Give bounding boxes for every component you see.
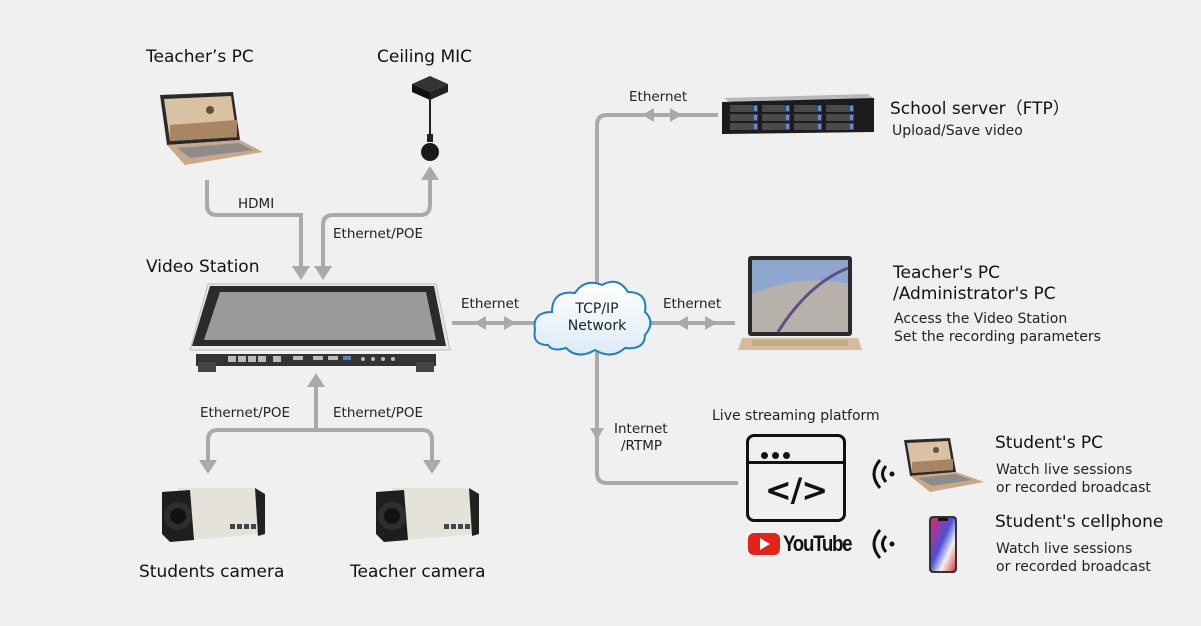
internet-rtmp-label: Internet /RTMP <box>614 421 668 455</box>
network-label-line1: TCP/IP <box>575 301 619 317</box>
admin-pc-desc-line2: Set the recording parameters <box>894 329 1101 345</box>
window-titlebar <box>749 437 843 464</box>
mic-wire <box>321 180 432 268</box>
admin-pc-title-line1: Teacher's PC <box>893 263 1000 283</box>
internet-label-line2: /RTMP <box>621 438 662 454</box>
youtube-wordmark: YouTube <box>783 531 853 556</box>
student-laptop-icon <box>904 438 984 492</box>
student-phone-desc: Watch live sessions or recorded broadcas… <box>996 540 1151 576</box>
student-pc-desc-line1: Watch live sessions <box>996 462 1133 478</box>
arrow-up-station <box>307 373 325 387</box>
mic-ethernet-label: Ethernet/POE <box>333 226 423 242</box>
laptop-icon <box>160 92 263 165</box>
arrow-left-server <box>642 108 654 122</box>
arrow-up-mic <box>421 166 439 180</box>
video-station-device <box>189 283 451 372</box>
teacher-pc-title: Teacher’s PC <box>146 47 254 67</box>
hdmi-wire <box>205 180 303 268</box>
students-camera-title: Students camera <box>139 562 285 582</box>
station-network-ethernet-label: Ethernet <box>461 296 520 312</box>
arrow-down-cam-left <box>199 460 217 474</box>
cellphone-icon <box>929 516 957 573</box>
student-phone-desc-line1: Watch live sessions <box>996 541 1133 557</box>
student-pc-desc-line2: or recorded broadcast <box>996 480 1151 496</box>
wireless-signal-icon <box>872 459 895 489</box>
arrow-right-server <box>670 108 682 122</box>
cam-right-ethernet-label: Ethernet/POE <box>333 405 423 421</box>
streaming-platform-title: Live streaming platform <box>712 408 880 424</box>
arrow-down-poe <box>314 266 332 280</box>
arrow-down-cam-right <box>423 460 441 474</box>
arrow-down-internet <box>590 428 604 440</box>
teacher-camera-title: Teacher camera <box>350 562 486 582</box>
student-phone-desc-line2: or recorded broadcast <box>996 559 1151 575</box>
youtube-play-icon <box>748 533 780 555</box>
network-cloud-icon <box>533 280 652 356</box>
school-server-icon <box>722 94 876 134</box>
web-window-icon: </> <box>746 434 846 522</box>
arrow-left-admin <box>676 316 688 330</box>
network-streaming-wire <box>595 352 738 485</box>
camera-branch-wire <box>206 428 434 462</box>
school-server-desc: Upload/Save video <box>892 123 1023 139</box>
code-glyph: </> <box>764 471 828 509</box>
hdmi-label: HDMI <box>238 196 275 212</box>
arrow-down-hdmi <box>292 266 310 280</box>
school-server-title: School server（FTP） <box>890 99 1070 119</box>
ceiling-mic-icon <box>412 76 448 161</box>
network-cloud-label: TCP/IP Network <box>553 301 641 335</box>
network-admin-ethernet-label: Ethernet <box>663 296 722 312</box>
arrow-right-admin <box>705 316 717 330</box>
wireless-signal-icon <box>872 529 895 559</box>
network-server-wire <box>595 113 718 285</box>
students-camera-icon <box>162 488 265 542</box>
student-pc-desc: Watch live sessions or recorded broadcas… <box>996 461 1151 497</box>
admin-pc-title: Teacher's PC /Administrator's PC <box>893 263 1056 305</box>
cam-left-ethernet-label: Ethernet/POE <box>200 405 290 421</box>
student-pc-title: Student's PC <box>995 433 1103 453</box>
admin-pc-desc: Access the Video Station Set the recordi… <box>894 310 1101 346</box>
video-station-title: Video Station <box>146 257 260 277</box>
admin-pc-desc-line1: Access the Video Station <box>894 311 1068 327</box>
internet-label-line1: Internet <box>614 421 668 437</box>
youtube-logo[interactable]: YouTube <box>748 531 863 557</box>
admin-pc-title-line2: /Administrator's PC <box>893 284 1056 304</box>
student-phone-title: Student's cellphone <box>995 512 1164 532</box>
network-server-ethernet-label: Ethernet <box>629 89 688 105</box>
network-label-line2: Network <box>567 318 627 334</box>
teacher-camera-icon <box>376 488 479 542</box>
arrow-left-station <box>474 316 486 330</box>
admin-laptop-icon <box>738 256 862 350</box>
ceiling-mic-title: Ceiling MIC <box>377 47 473 67</box>
arrow-right-station <box>504 316 516 330</box>
